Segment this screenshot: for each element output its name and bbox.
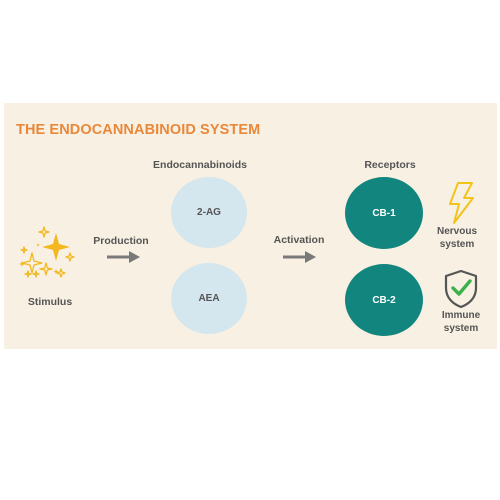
nervous-line2: system <box>439 239 475 250</box>
receptor-cb2: CB-2 <box>345 264 423 336</box>
endocannabinoid-2ag: 2-AG <box>171 177 247 248</box>
activation-label: Activation <box>273 234 325 246</box>
sparkles-icon <box>19 226 75 278</box>
diagram-title: THE ENDOCANNABINOID SYSTEM <box>16 122 261 138</box>
immune-line2: system <box>443 323 479 334</box>
immune-system-label: Immune system <box>442 309 480 335</box>
activation-arrow <box>283 251 316 263</box>
receptor-cb1: CB-1 <box>345 177 423 249</box>
receptors-heading: Receptors <box>364 159 416 171</box>
nervous-system-label: Nervous system <box>437 225 477 251</box>
endocannabinoid-aea: AEA <box>171 263 247 334</box>
lightning-bolt-icon <box>449 182 474 224</box>
diagram-panel: THE ENDOCANNABINOID SYSTEM Stimulus Prod… <box>4 103 497 349</box>
production-label: Production <box>93 235 149 247</box>
endocannabinoids-heading: Endocannabinoids <box>153 159 247 171</box>
nervous-line1: Nervous <box>436 226 478 237</box>
production-arrow <box>107 251 140 263</box>
shield-check-icon <box>444 269 478 309</box>
immune-line1: Immune <box>441 310 481 321</box>
stimulus-label: Stimulus <box>27 296 73 308</box>
